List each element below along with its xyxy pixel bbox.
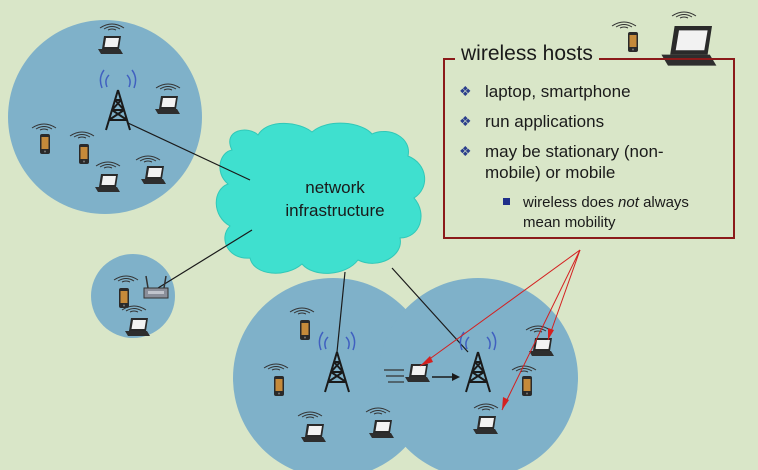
square-bullet-icon bbox=[503, 198, 510, 205]
waves-icon bbox=[671, 11, 697, 19]
smartphone-icon bbox=[119, 288, 129, 308]
wireless-router-icon bbox=[143, 275, 169, 299]
bullet-text: laptop, smartphone bbox=[485, 82, 631, 101]
motion-lines-icon bbox=[384, 369, 404, 383]
bullet-text: may be stationary (non- bbox=[485, 142, 664, 161]
sub-bullet-item: wireless does not always mean mobility bbox=[503, 193, 733, 233]
smartphone-icon bbox=[40, 134, 50, 154]
left-small-cell bbox=[91, 254, 175, 338]
smartphone-icon bbox=[522, 376, 532, 396]
cloud-label-line2: infrastructure bbox=[285, 201, 384, 220]
diamond-bullet-icon: ❖ bbox=[459, 113, 472, 129]
cloud-label-line1: network bbox=[305, 178, 365, 197]
sub-bullet-text: wireless does not always bbox=[503, 193, 733, 213]
callout-arrows bbox=[419, 249, 581, 411]
bullet-item: ❖ may be stationary (non- mobile) or mob… bbox=[459, 141, 729, 183]
left-top-cell bbox=[8, 20, 202, 214]
link-bottom-left-tower bbox=[336, 271, 346, 353]
smartphone-icon bbox=[300, 320, 310, 340]
bullet-item: ❖ run applications bbox=[459, 111, 729, 132]
bullet-text: run applications bbox=[485, 112, 605, 131]
smartphone-icon bbox=[628, 32, 638, 52]
movement-arrowhead bbox=[452, 373, 460, 381]
sub-bullet-prefix: wireless does bbox=[523, 194, 619, 211]
smartphone-icon bbox=[79, 144, 89, 164]
link-bottom-right-tower bbox=[391, 267, 469, 353]
smartphone-icon bbox=[274, 376, 284, 396]
bottom-right-cell bbox=[378, 278, 578, 470]
sub-bullet-suffix: always bbox=[638, 194, 689, 211]
laptop-icon bbox=[661, 26, 717, 66]
network-infrastructure-cloud bbox=[215, 122, 426, 274]
link-router bbox=[157, 229, 253, 289]
diamond-bullet-icon: ❖ bbox=[459, 143, 472, 159]
bullet-text-line2: mobile) or mobile bbox=[485, 163, 616, 182]
callout-title: wireless hosts bbox=[455, 42, 599, 66]
bullet-item: ❖ laptop, smartphone bbox=[459, 81, 729, 102]
waves-icon bbox=[611, 21, 637, 29]
sub-bullet-text-line2: mean mobility bbox=[523, 214, 616, 231]
diamond-bullet-icon: ❖ bbox=[459, 83, 472, 99]
link-left-tower bbox=[127, 122, 251, 181]
sub-bullet-emphasis: not bbox=[618, 194, 639, 211]
